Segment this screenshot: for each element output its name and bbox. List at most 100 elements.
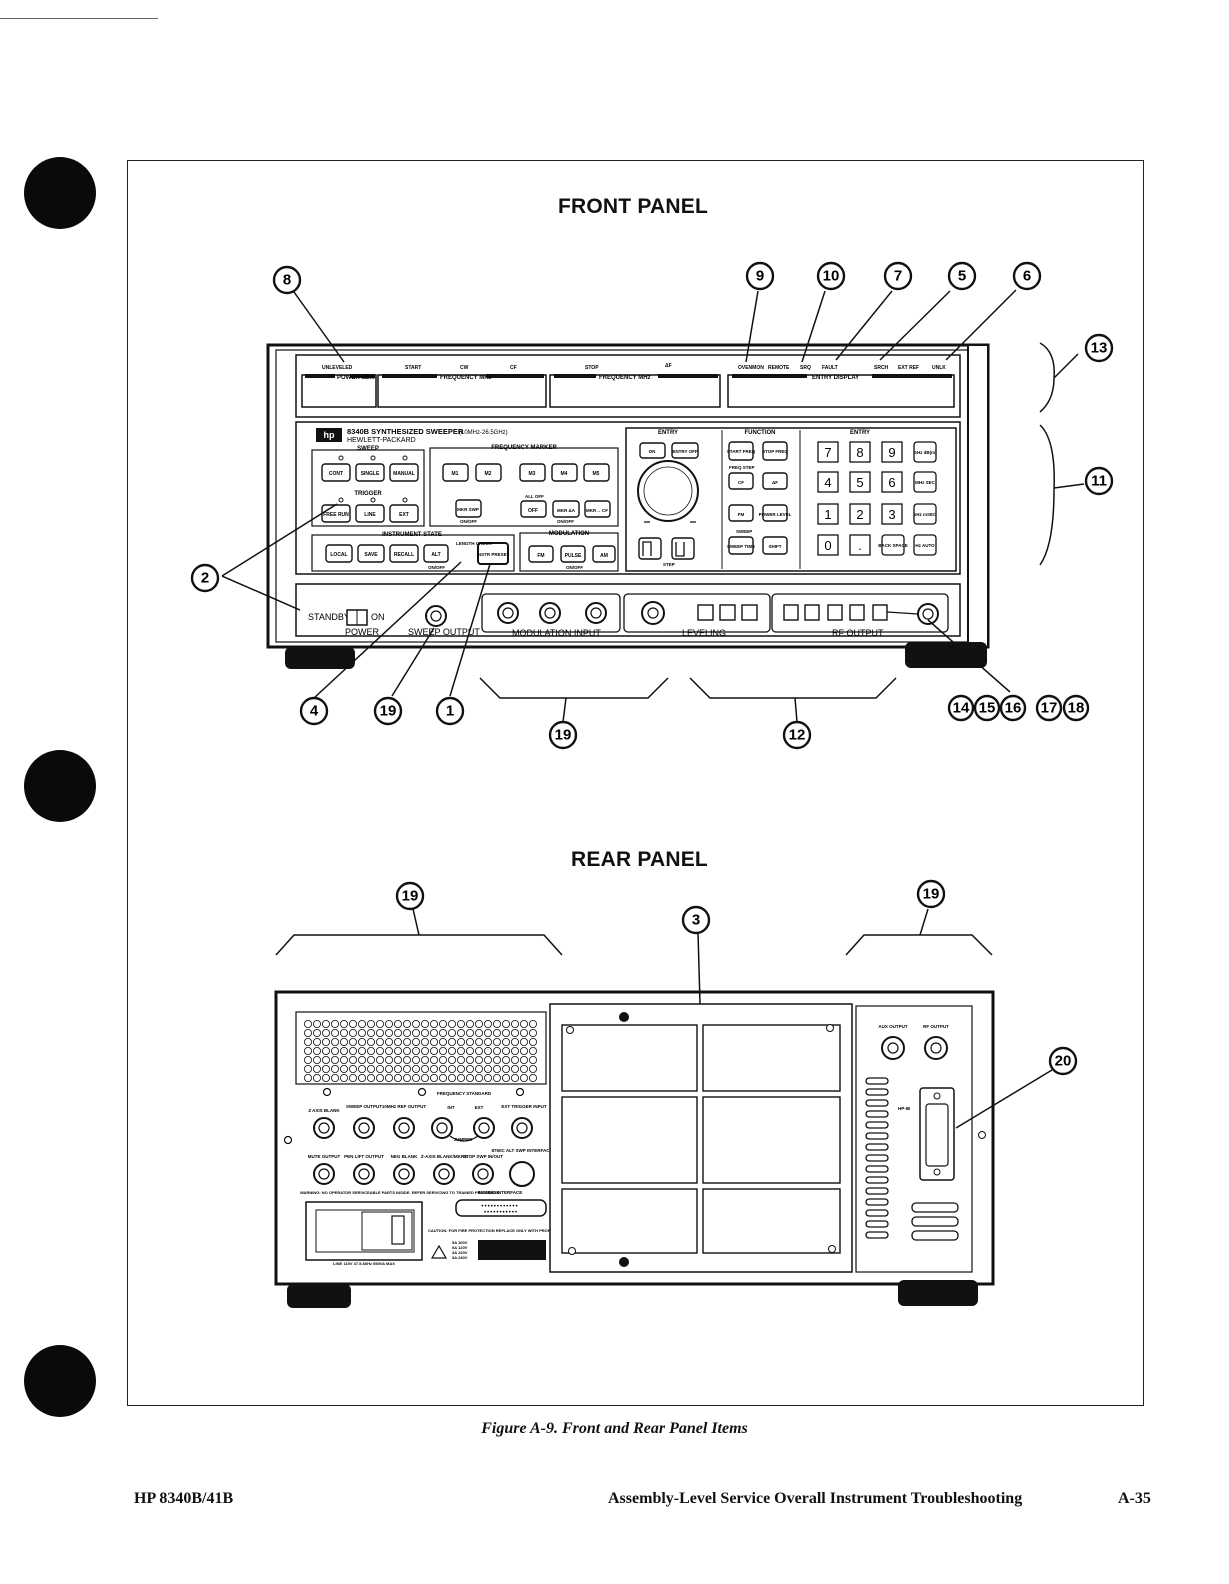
key-hz[interactable]: Hz AUTO (915, 543, 935, 548)
key-mkr-delta[interactable]: MKR ΔA (557, 508, 576, 513)
key-sweep-time[interactable]: SWEEP TIME (727, 544, 755, 549)
key-single[interactable]: SINGLE (361, 471, 380, 477)
callout-15: 15 (979, 700, 996, 717)
key-m1[interactable]: M1 (452, 471, 459, 477)
z-axis-blank-label: Z AXIS BLANK (308, 1108, 340, 1113)
key-start-freq[interactable]: START FREQ (727, 449, 756, 454)
key-0[interactable]: 0 (824, 538, 831, 553)
frequency-marker-label: FREQUENCY MARKER (491, 445, 557, 451)
key-save[interactable]: SAVE (364, 552, 378, 558)
key-manual[interactable]: MANUAL (393, 471, 415, 477)
key-8[interactable]: 8 (856, 445, 863, 460)
aux-output-label: AUX OUTPUT (878, 1024, 908, 1029)
key-m3[interactable]: M3 (529, 471, 536, 477)
binder-hole-middle (24, 750, 96, 822)
line-label: LINE 115V 47.5-66Hz 550VA MAX (333, 1261, 395, 1266)
key-7[interactable]: 7 (824, 445, 831, 460)
fuse-rating-1: 5A 100V (452, 1240, 468, 1245)
key-3[interactable]: 3 (888, 507, 895, 522)
key-shift[interactable]: SHIFT (769, 544, 782, 549)
key-1[interactable]: 1 (824, 507, 831, 522)
key-m2[interactable]: M2 (485, 471, 492, 477)
pen-lift-output-label: PEN LIFT OUTPUT (344, 1154, 384, 1159)
key-line[interactable]: LINE (364, 512, 376, 518)
key-power-level[interactable]: POWER LEVEL (759, 512, 792, 517)
key-6[interactable]: 6 (888, 475, 895, 490)
callout-16: 16 (1005, 700, 1022, 717)
modulation-group-label: MODULATION (549, 531, 589, 537)
footer-page-number: A-35 (1118, 1490, 1151, 1507)
key-stop-freq[interactable]: STOP FREQ (762, 449, 788, 454)
annunciator-delta-f: ΔF (665, 363, 672, 369)
callout-13: 13 (1091, 340, 1108, 357)
key-delta-f[interactable]: ΔF (772, 480, 778, 485)
annunciator-unleveled: UNLEVELED (322, 365, 353, 371)
figure-caption: Figure A-9. Front and Rear Panel Items (481, 1420, 748, 1437)
callout-20: 20 (1055, 1053, 1072, 1070)
key-mkr-cf[interactable]: MKR→ CF (586, 508, 608, 513)
entry-display-label: ENTRY DISPLAY (812, 375, 859, 381)
frequency-mhz-label-1: FREQUENCY MHz (440, 375, 492, 381)
annunciator-cw: CW (460, 365, 469, 371)
model-range: (10MHz-26.5GHz) (459, 430, 508, 436)
binder-hole-top (24, 157, 96, 229)
callout-19-front-center: 19 (555, 727, 572, 744)
key-mhz[interactable]: MHz SEC (915, 480, 936, 485)
key-m4[interactable]: M4 (561, 471, 568, 477)
interface-label: 8410B/C INTERFACE (478, 1190, 523, 1195)
callout-1: 1 (446, 703, 454, 720)
key-fm-function[interactable]: FM (738, 512, 745, 517)
key-m5[interactable]: M5 (593, 471, 600, 477)
key-pulse[interactable]: PULSE (565, 553, 582, 559)
key-recall[interactable]: RECALL (394, 552, 414, 558)
key-marker-off[interactable]: OFF (528, 508, 538, 514)
callout-9: 9 (756, 268, 764, 285)
key-mkr-swp[interactable]: MKR SWP (457, 507, 479, 512)
key-entry-off[interactable]: ENTRY OFF (672, 449, 698, 454)
rear-panel-title: REAR PANEL (571, 848, 708, 871)
fuse-rating-3: 3A 220V (452, 1250, 468, 1255)
key-instr-preset[interactable]: INSTR PRESET (477, 552, 510, 557)
key-2[interactable]: 2 (856, 507, 863, 522)
key-am[interactable]: AM (600, 553, 608, 559)
annunciator-ext-ref: EXT REF (898, 365, 919, 371)
leveling-label: LEVELING (682, 628, 726, 638)
all-off-label: ALL OFF (525, 494, 544, 499)
ref-output-label: 10MHz REF OUTPUT (382, 1104, 427, 1109)
sweep-output-rear-label: SWEEP OUTPUT (346, 1104, 382, 1109)
caution-text: CAUTION: FOR FIRE PROTECTION REPLACE ONL… (428, 1228, 568, 1233)
callout-8: 8 (283, 272, 291, 289)
key-local[interactable]: LOCAL (330, 552, 347, 558)
figure-frame (127, 160, 1144, 1406)
power-label: POWER (345, 627, 380, 637)
binder-hole-bottom (24, 1345, 96, 1417)
key-fm-mod[interactable]: FM (537, 553, 544, 559)
key-9[interactable]: 9 (888, 445, 895, 460)
key-back-space[interactable]: BACK SPACE (878, 543, 907, 548)
key-alt[interactable]: ALT (431, 552, 440, 558)
key-khz[interactable]: kHz mSEC (914, 512, 937, 517)
marker-onoff-label-1: ON/OFF (460, 519, 477, 524)
footer-section: Assembly-Level Service Overall Instrumen… (608, 1490, 1023, 1507)
fuse-rating-4: 3A 240V (452, 1255, 468, 1260)
sweep-label: SWEEP (736, 529, 752, 534)
front-panel-title: FRONT PANEL (558, 195, 708, 218)
key-entry-on[interactable]: ON (649, 449, 656, 454)
key-4[interactable]: 4 (824, 475, 831, 490)
footer-model: HP 8340B/41B (134, 1490, 234, 1507)
standby-label: STANDBY (308, 612, 350, 622)
key-5[interactable]: 5 (856, 475, 863, 490)
key-cont[interactable]: CONT (329, 471, 343, 477)
annunciator-stop: STOP (585, 365, 599, 371)
callout-17: 17 (1041, 700, 1058, 717)
key-cf[interactable]: CF (738, 480, 744, 485)
key-free-run[interactable]: FREE RUN (323, 512, 349, 518)
maker-name: HEWLETT-PACKARD (347, 437, 416, 444)
entry-group-label-1: ENTRY (658, 430, 678, 436)
key-ext[interactable]: EXT (399, 512, 409, 518)
key-decimal[interactable]: . (858, 538, 862, 553)
svg-text:hp: hp (324, 430, 335, 440)
key-ghz[interactable]: GHz dB(m) (913, 450, 937, 455)
warning-text: WARNING: NO OPERATOR SERVICEABLE PARTS I… (300, 1190, 501, 1195)
freq-step-label: FREQ STEP (729, 465, 755, 470)
